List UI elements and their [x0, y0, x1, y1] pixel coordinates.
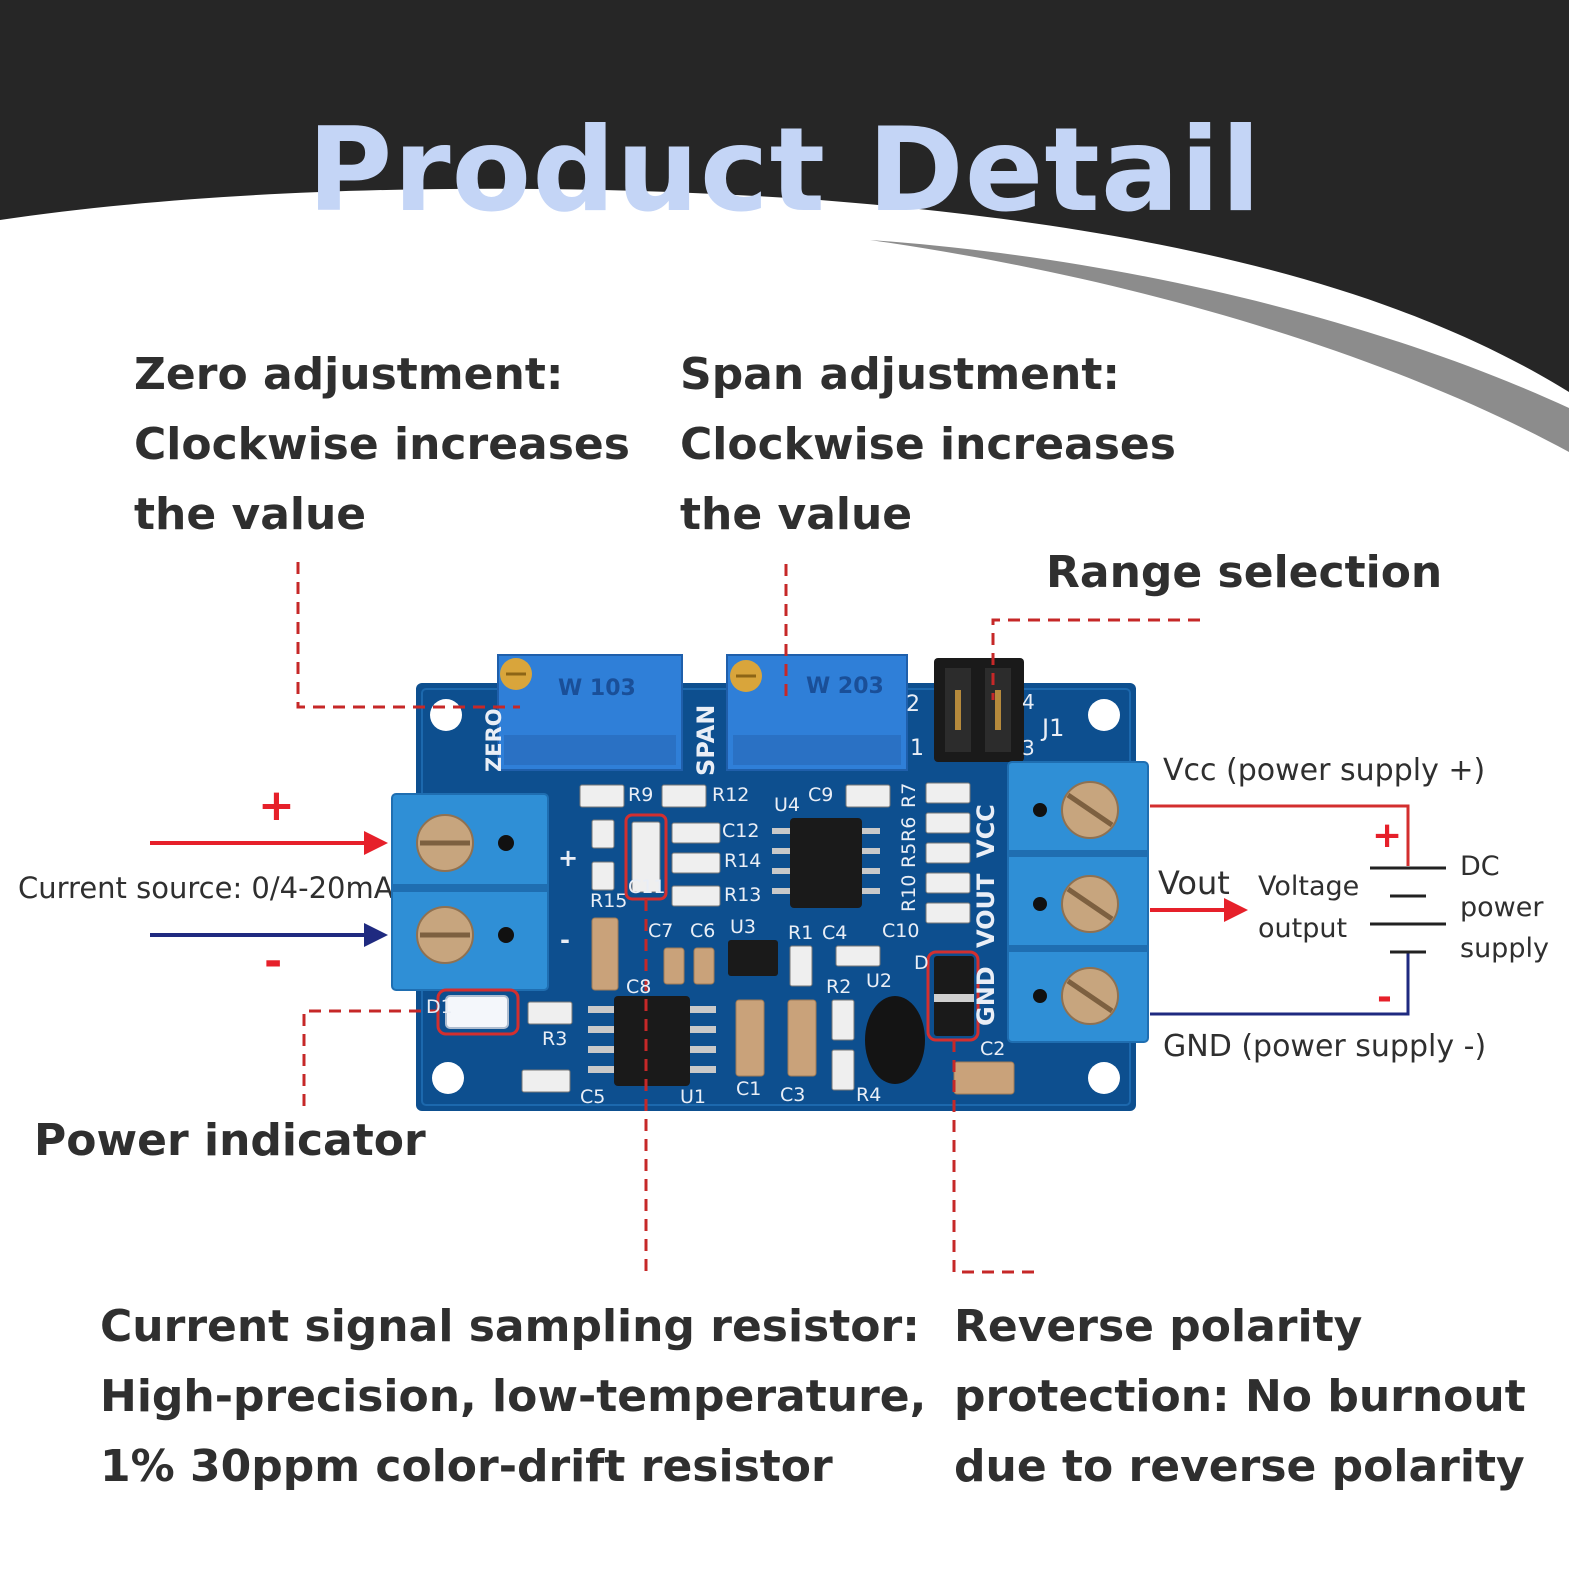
- page-title: Product Detail: [307, 102, 1262, 238]
- jumper-pin-4: 4: [1022, 690, 1035, 714]
- sampling-callout-line-3: 1% 30ppm color-drift resistor: [100, 1441, 833, 1492]
- silk-gnd: GND: [972, 966, 1000, 1026]
- input-plus-sign: +: [258, 780, 295, 831]
- reverse-callout-line-3: due to reverse polarity: [954, 1441, 1525, 1492]
- pot-marking-zero: W 103: [558, 676, 636, 701]
- silk-part-c7: C7: [648, 920, 674, 942]
- range-selection-callout: Range selection: [1046, 547, 1443, 598]
- span-callout-line-1: Span adjustment:: [680, 349, 1120, 400]
- jumper-pin-3: 3: [1022, 736, 1035, 760]
- silk-part-d: D: [914, 952, 929, 974]
- silk-part-r7: R7: [898, 782, 920, 808]
- silk-part-u1: U1: [680, 1086, 706, 1108]
- silk-part-c10: C10: [882, 920, 920, 942]
- voltage-output-line-1: Voltage: [1258, 871, 1360, 902]
- silk-part-r5: R5: [898, 842, 920, 868]
- silk-part-c5: C5: [580, 1086, 606, 1108]
- silk-part-u3: U3: [730, 916, 756, 938]
- silk-part-r14: R14: [724, 850, 762, 872]
- silk-part-c6: C6: [690, 920, 716, 942]
- reverse-polarity-callout: Reverse polarity protection: No burnout …: [954, 1292, 1526, 1502]
- silk-input-plus: +: [558, 844, 579, 872]
- silk-part-u2: U2: [866, 970, 892, 992]
- dc-supply-line-3: supply: [1460, 933, 1549, 964]
- supply-plus-sign: +: [1372, 815, 1403, 856]
- zero-callout-line-1: Zero adjustment:: [134, 349, 564, 400]
- silk-vcc: VCC: [972, 804, 1000, 858]
- silk-part-r6: R6: [898, 816, 920, 842]
- reverse-callout-line-1: Reverse polarity: [954, 1301, 1363, 1352]
- jumper-pin-2: 2: [906, 692, 920, 717]
- header-dark-shape: [0, 0, 1569, 392]
- zero-callout-line-2: Clockwise increases: [134, 419, 630, 470]
- sampling-resistor-callout: Current signal sampling resistor: High-p…: [100, 1292, 926, 1502]
- sampling-callout-line-1: Current signal sampling resistor:: [100, 1301, 920, 1352]
- silk-part-c2: C2: [980, 1038, 1006, 1060]
- silk-part-c8: C8: [626, 976, 652, 998]
- voltage-output-line-2: output: [1258, 913, 1348, 944]
- reverse-callout-line-2: protection: No burnout: [954, 1371, 1526, 1422]
- dc-supply-line-2: power: [1460, 892, 1544, 923]
- jumper-pin-1: 1: [910, 736, 924, 761]
- silk-part-c1: C1: [736, 1078, 762, 1100]
- pot-marking-span: W 203: [806, 674, 884, 699]
- jumper-name: J1: [1042, 714, 1065, 742]
- silk-input-minus: -: [560, 926, 570, 954]
- silk-part-c3: C3: [780, 1084, 806, 1106]
- gnd-label: GND (power supply -): [1163, 1029, 1487, 1064]
- silk-zero-label: ZERO: [482, 708, 506, 772]
- silk-vout: VOUT: [972, 873, 1000, 948]
- sampling-callout-line-2: High-precision, low-temperature,: [100, 1371, 927, 1422]
- silk-part-d1: D1: [426, 996, 453, 1018]
- silk-part-r2: R2: [826, 976, 852, 998]
- vout-label: Vout: [1158, 864, 1230, 902]
- input-minus-sign: -: [264, 936, 283, 987]
- zero-adjustment-callout: Zero adjustment: Clockwise increases the…: [134, 340, 630, 550]
- silk-span-label: SPAN: [692, 704, 720, 776]
- silk-part-r9: R9: [628, 784, 654, 806]
- silk-part-r4: R4: [856, 1084, 882, 1106]
- span-callout-line-2: Clockwise increases: [680, 419, 1176, 470]
- dc-power-supply-label: DC power supply: [1460, 846, 1549, 969]
- span-callout-line-3: the value: [680, 489, 913, 540]
- silk-part-r15: R15: [590, 890, 628, 912]
- silk-part-c12: C12: [722, 820, 760, 842]
- dc-supply-line-1: DC: [1460, 851, 1500, 882]
- current-source-label: Current source: 0/4-20mA: [18, 871, 394, 905]
- silk-part-r12: R12: [712, 784, 750, 806]
- power-indicator-callout: Power indicator: [34, 1115, 426, 1166]
- silk-part-r3: R3: [542, 1028, 568, 1050]
- silk-part-r13: R13: [724, 884, 762, 906]
- silk-part-u4: U4: [774, 794, 800, 816]
- silk-part-c4: C4: [822, 922, 848, 944]
- silk-part-r10: R10: [898, 874, 920, 912]
- silk-part-r1: R1: [788, 922, 814, 944]
- silk-part-c9: C9: [808, 784, 834, 806]
- span-adjustment-callout: Span adjustment: Clockwise increases the…: [680, 340, 1176, 550]
- silk-part-c11: C11: [628, 876, 666, 898]
- zero-callout-line-3: the value: [134, 489, 367, 540]
- voltage-output-label: Voltage output: [1258, 866, 1359, 950]
- supply-minus-sign: -: [1377, 977, 1392, 1018]
- vcc-label: Vcc (power supply +): [1163, 753, 1486, 788]
